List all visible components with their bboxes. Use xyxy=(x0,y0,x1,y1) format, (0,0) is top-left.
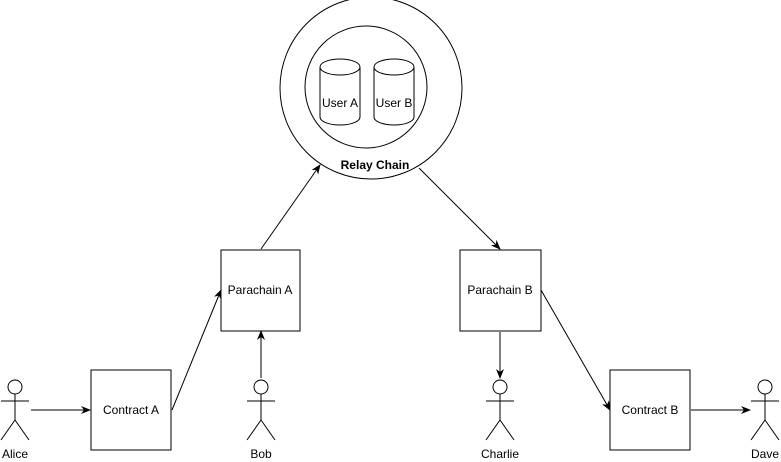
arrow-relay-chain-to-parachain-b xyxy=(418,167,501,250)
arrow-contract-a-to-parachain-a xyxy=(171,289,222,411)
contract-a: Contract A xyxy=(90,369,172,451)
stick-figure-icon xyxy=(246,379,276,441)
arrow-parachain-b-to-contract-b xyxy=(540,289,611,411)
contract-b-label: Contract B xyxy=(622,403,679,417)
contract-b: Contract B xyxy=(609,369,691,451)
arrow-parachain-a-to-relay-chain xyxy=(260,164,321,250)
database-user-b: User B xyxy=(373,58,415,126)
relay-chain-title: Relay Chain xyxy=(341,158,410,172)
stick-figure-icon xyxy=(485,379,515,441)
actor-charlie-label: Charlie xyxy=(481,447,519,461)
database-user-b-label: User B xyxy=(376,96,413,110)
parachain-b-label: Parachain B xyxy=(467,283,532,297)
actor-bob-label: Bob xyxy=(250,447,272,461)
database-user-a-label: User A xyxy=(322,96,358,110)
actor-alice-label: Alice xyxy=(2,447,28,461)
database-user-a: User A xyxy=(319,58,361,126)
parachain-b: Parachain B xyxy=(459,249,542,332)
parachain-a-label: Parachain A xyxy=(228,283,293,297)
actor-dave xyxy=(750,379,780,441)
actor-charlie xyxy=(485,379,515,441)
actor-bob xyxy=(246,379,276,441)
stick-figure-icon xyxy=(0,379,30,441)
contract-a-label: Contract A xyxy=(103,403,159,417)
actor-dave-label: Dave xyxy=(751,447,779,461)
relay-chain: User A User B Relay Chain xyxy=(279,0,463,180)
actor-alice xyxy=(0,379,30,441)
stick-figure-icon xyxy=(750,379,780,441)
parachain-a: Parachain A xyxy=(220,249,301,332)
